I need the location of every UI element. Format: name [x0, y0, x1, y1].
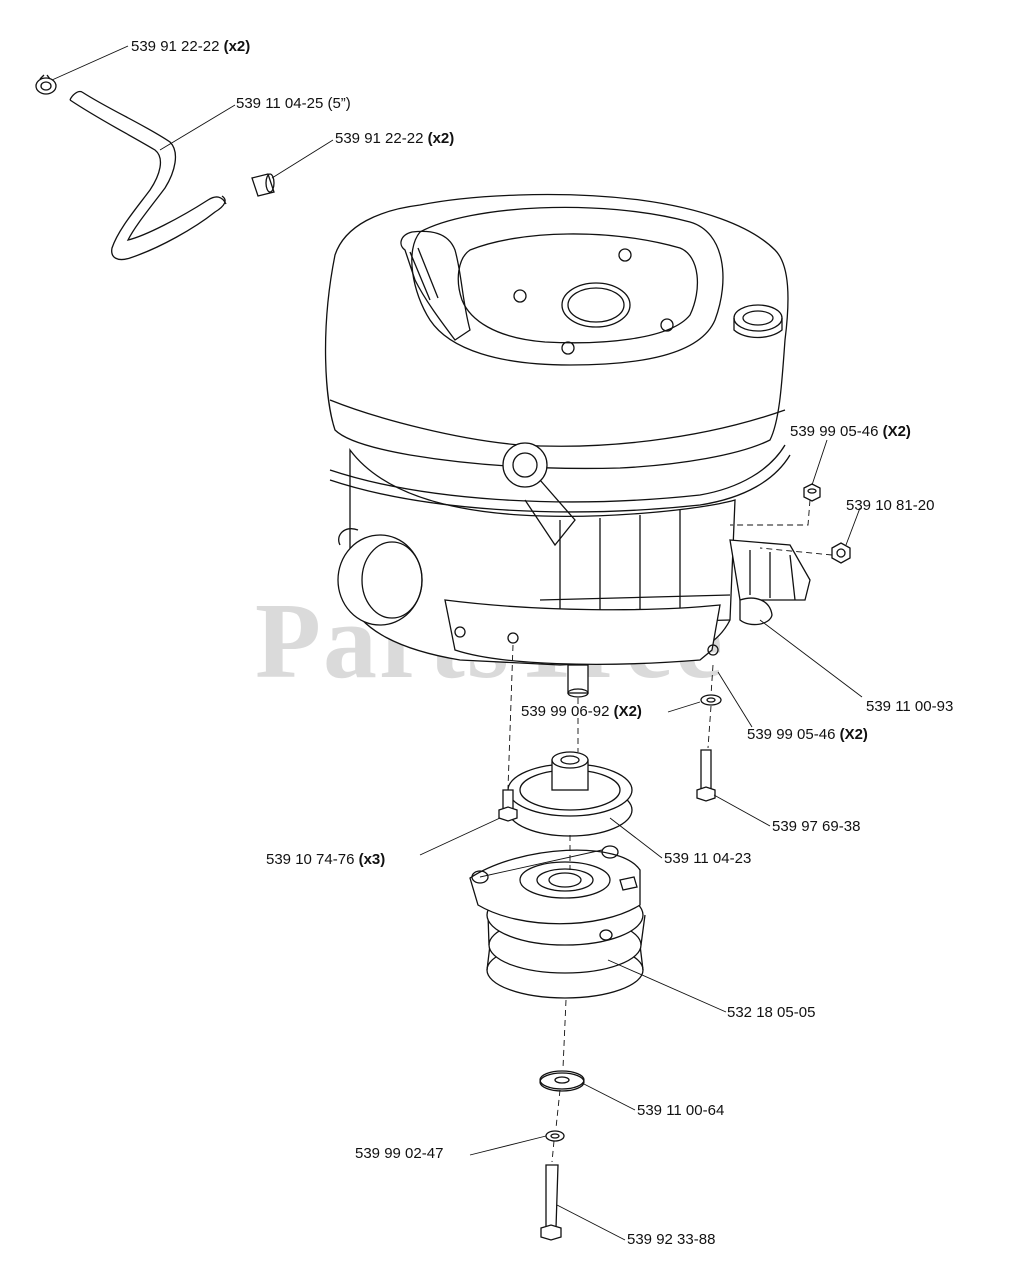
- part-number: 539 97 69-38: [772, 818, 861, 835]
- part-number: 532 18 05-05: [727, 1004, 816, 1021]
- engine-assembly: [324, 193, 811, 698]
- part-number: 539 99 05-46: [790, 423, 879, 440]
- callout-c2: 539 11 04-25 (5”): [236, 95, 351, 113]
- quantity: (x2): [223, 38, 251, 55]
- callout-c4: 539 99 05-46 (X2): [790, 423, 911, 441]
- callout-c9: 539 97 69-38: [772, 818, 860, 836]
- part-number: 539 91 22-22: [131, 38, 220, 55]
- spacer: [539, 1070, 585, 1092]
- part-number: 539 91 22-22: [335, 130, 424, 147]
- part-number: 539 99 02-47: [355, 1145, 444, 1162]
- part-number: 539 92 33-88: [627, 1231, 716, 1248]
- part-number: 539 11 04-23: [664, 850, 752, 867]
- part-number: 539 11 00-64: [637, 1102, 725, 1119]
- callout-c14: 539 99 02-47: [355, 1145, 443, 1163]
- callout-c3: 539 91 22-22 (x2): [335, 130, 454, 148]
- callout-c5: 539 10 81-20: [846, 497, 934, 515]
- nut-right: [803, 483, 821, 502]
- callout-c12: 532 18 05-05: [727, 1004, 815, 1022]
- fuel-hose: [69, 90, 227, 261]
- hose-clamp-middle: [251, 173, 275, 197]
- quantity: (X2): [839, 726, 868, 743]
- hose-clamp-top: [35, 74, 57, 95]
- callout-c1: 539 91 22-22 (x2): [131, 38, 250, 56]
- quantity: (x2): [427, 130, 455, 147]
- part-number: 539 99 06-92: [521, 703, 610, 720]
- callout-c6: 539 11 00-93: [866, 698, 953, 716]
- clutch-bolt: [540, 1164, 562, 1241]
- quantity: (x3): [358, 851, 386, 868]
- callout-c15: 539 92 33-88: [627, 1231, 715, 1249]
- part-number: 539 11 00-93: [866, 698, 954, 715]
- bolt-right: [696, 749, 716, 802]
- part-number: 539 11 04-25 (5”): [236, 95, 351, 112]
- bolt-left: [498, 789, 518, 822]
- callout-c10: 539 11 04-23: [664, 850, 751, 868]
- lock-washer: [545, 1130, 565, 1142]
- part-number: 539 10 74-76: [266, 851, 355, 868]
- callout-c8: 539 99 05-46 (X2): [747, 726, 868, 744]
- callout-c7: 539 99 06-92 (X2): [521, 703, 642, 721]
- nut-right-lower: [831, 542, 851, 564]
- electric-clutch: [469, 845, 646, 999]
- callout-c11: 539 10 74-76 (x3): [266, 851, 385, 869]
- callout-c13: 539 11 00-64: [637, 1102, 724, 1120]
- quantity: (X2): [613, 703, 642, 720]
- pulley-upper: [507, 751, 633, 837]
- part-number: 539 10 81-20: [846, 497, 935, 514]
- washer-small: [700, 694, 722, 706]
- leader-lines: [51, 45, 863, 1241]
- part-number: 539 99 05-46: [747, 726, 836, 743]
- quantity: (X2): [882, 423, 911, 440]
